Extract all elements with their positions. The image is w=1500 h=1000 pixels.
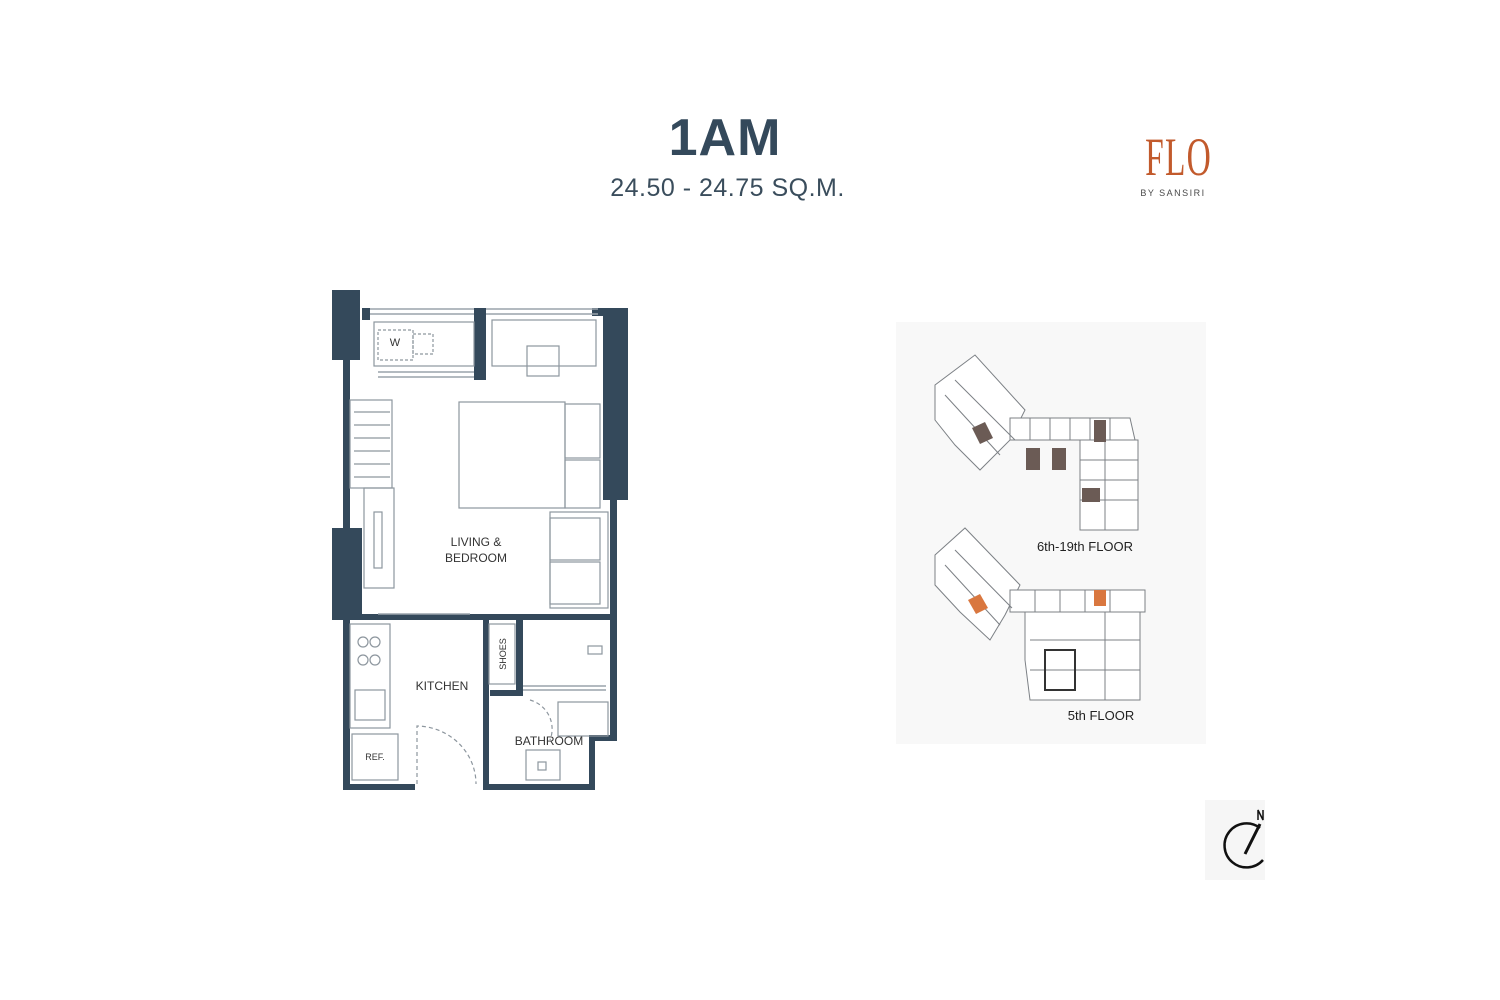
furniture: [349, 319, 609, 785]
living-bedroom-label-line2: BEDROOM: [445, 551, 507, 565]
living-bedroom-label-line1: LIVING &: [451, 535, 502, 549]
washer-label: W: [390, 337, 401, 349]
room-labels: W LIVING & BEDROOM KITCHEN BATHROOM SHOE…: [365, 337, 583, 762]
north-arrow-icon: [1223, 809, 1264, 869]
unit-area: 24.50 - 24.75 SQ.M.: [610, 174, 845, 202]
fifth-floor-plan: [934, 527, 1146, 701]
brand-tagline: BY SANSIRI: [1140, 188, 1206, 198]
typical-floor-label: 6th-19th FLOOR: [1037, 539, 1133, 554]
bathroom-label: BATHROOM: [515, 734, 583, 748]
brand-name: FLO: [1145, 127, 1213, 187]
key-plan: 6th-19th FLOOR 5th FLOOR: [934, 354, 1146, 723]
fifth-floor-unit-highlights: [968, 590, 1106, 614]
windows: [370, 308, 606, 691]
typical-floor-plan: [934, 354, 1139, 531]
walls: [332, 290, 628, 790]
kitchen-label: KITCHEN: [416, 679, 469, 693]
typical-floor-unit-highlights: [972, 420, 1106, 502]
unit-floor-plan: W LIVING & BEDROOM KITCHEN BATHROOM SHOE…: [332, 290, 628, 790]
fifth-floor-label: 5th FLOOR: [1068, 708, 1134, 723]
unit-type-title: 1AM: [668, 109, 782, 167]
brand-logo: FLO BY SANSIRI: [1128, 128, 1218, 198]
shoes-label: SHOES: [498, 638, 508, 670]
ref-label: REF.: [365, 752, 385, 762]
